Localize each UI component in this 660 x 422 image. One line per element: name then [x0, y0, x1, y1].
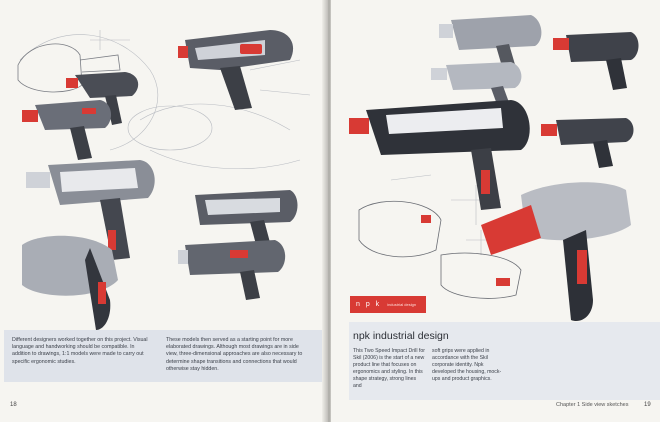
left-page: Different designers worked together on t… — [0, 0, 327, 422]
drill-sketch-outline — [17, 43, 121, 93]
drill-sketch-5 — [195, 190, 298, 252]
drill-sketch-outline-3 — [440, 252, 522, 299]
drill-sketch-outline-2 — [358, 200, 442, 258]
drill-sketch-6 — [178, 240, 286, 300]
right-caption-box — [349, 322, 660, 400]
right-body-col1: This Two Speed Impact Drill for Skil (20… — [353, 348, 425, 390]
left-caption-col1: Different designers worked together on t… — [12, 337, 148, 365]
drill-sketch-12 — [541, 118, 634, 168]
right-page-title: npk industrial design — [353, 330, 449, 342]
left-page-number: 18 — [10, 402, 17, 408]
drill-sketch-4 — [26, 160, 155, 260]
right-sketches-illustration — [349, 15, 639, 322]
left-caption-box: Different designers worked together on t… — [4, 330, 322, 382]
npk-logo: n p k industrial design — [350, 296, 426, 313]
npk-logo-subtext: industrial design — [387, 302, 417, 307]
right-page-number: 19 — [644, 402, 651, 408]
drill-sketch-10 — [349, 100, 530, 210]
drill-sketch-8 — [439, 15, 542, 70]
drill-sketch-11 — [553, 32, 639, 90]
npk-logo-mark: n p k — [356, 301, 382, 308]
right-body-col2: soft grips were applied in accordance wi… — [432, 348, 502, 383]
drill-sketch-13 — [481, 182, 631, 322]
drill-sketch-3 — [22, 100, 112, 160]
left-caption-col2: These models then served as a starting p… — [166, 337, 303, 372]
left-sketches-illustration — [17, 30, 311, 330]
running-head: Chapter 1 Side view sketches — [556, 402, 629, 408]
drill-sketch-9 — [431, 62, 522, 110]
drill-sketch-1 — [178, 30, 294, 110]
drill-sketch-2 — [66, 72, 139, 125]
drill-sketch-7 — [22, 235, 118, 330]
